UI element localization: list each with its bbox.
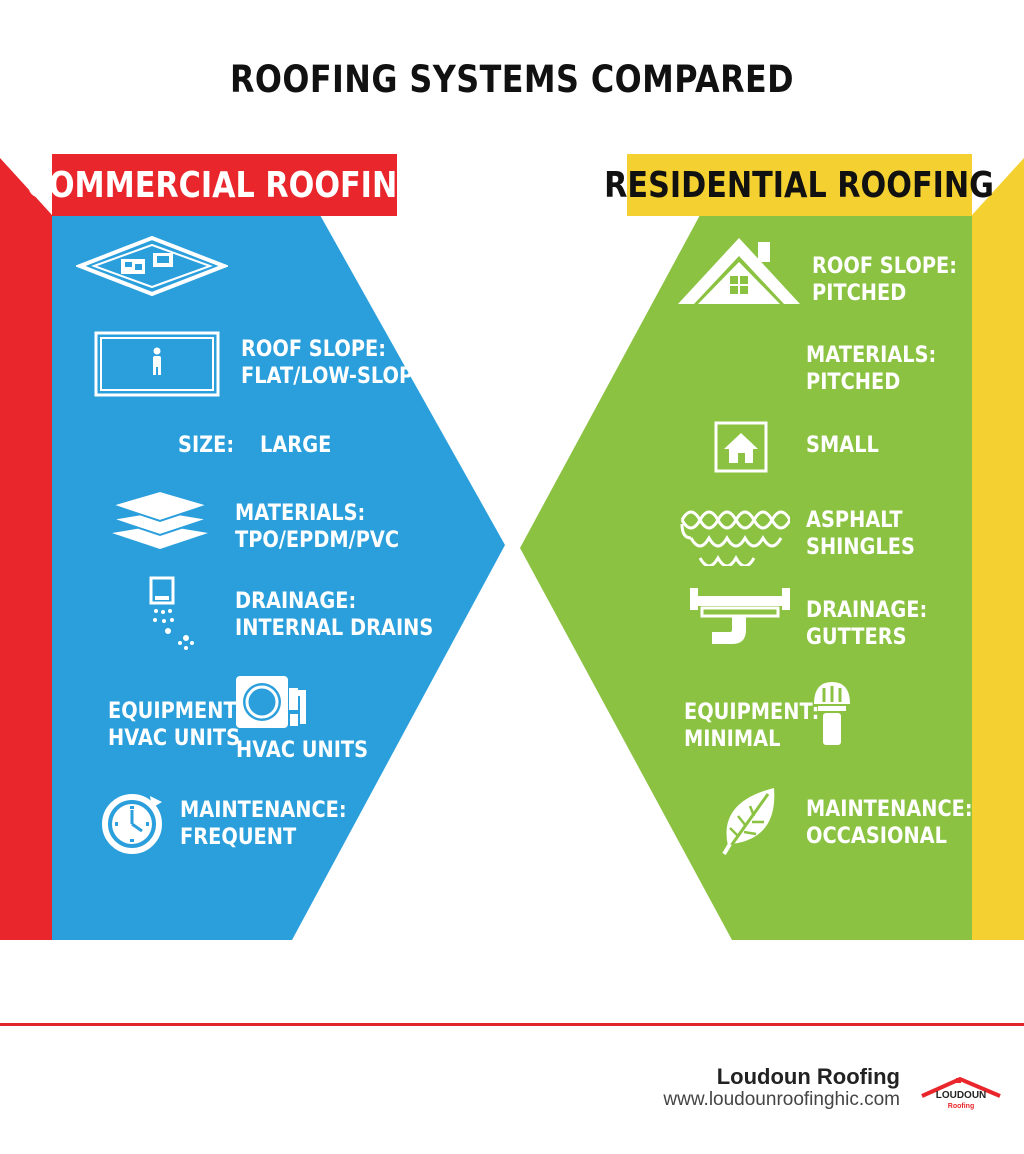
stacked-layers-icon — [108, 489, 212, 549]
footer-brand-name: Loudoun Roofing — [716, 1064, 900, 1089]
residential-materials-value: PITCHED — [806, 370, 901, 395]
commercial-materials-label: MATERIALS: — [235, 501, 366, 526]
residential-shingles-line1: ASPHALT — [806, 508, 903, 533]
clock-icon — [102, 794, 162, 854]
residential-heading: RESIDENTIAL ROOFING — [605, 154, 994, 216]
logo-subtext: Roofing — [948, 1103, 974, 1110]
page-title: ROOFING SYSTEMS COMPARED — [229, 58, 795, 101]
residential-materials: MATERIALS: PITCHED — [806, 342, 936, 396]
residential-roof-slope-label: ROOF SLOPE: — [812, 254, 957, 279]
commercial-drainage-label: DRAINAGE: — [235, 589, 357, 614]
commercial-size-label: SIZE: — [178, 433, 235, 458]
commercial-maintenance-value: FREQUENT — [180, 825, 297, 850]
commercial-roof-slope-label: ROOF SLOPE: — [241, 337, 386, 362]
shingles-icon — [680, 510, 790, 566]
residential-drainage-label: DRAINAGE: — [806, 598, 928, 623]
roof-vent-icon — [814, 682, 850, 745]
flat-roof-building-icon — [76, 235, 228, 296]
residential-roof-slope-value: PITCHED — [812, 281, 907, 306]
small-house-icon — [714, 421, 768, 473]
loudoun-logo-icon: LOUDOUN Roofing — [921, 1076, 1001, 1110]
yellow-side-strip — [972, 158, 1024, 940]
residential-panel — [520, 215, 972, 940]
red-side-strip — [0, 158, 52, 940]
roof-drain-icon — [149, 576, 194, 650]
residential-heading-text: RESIDENTIAL ROOFING — [604, 164, 995, 206]
commercial-size: SIZE: LARGE — [178, 432, 331, 459]
commercial-hvac-caption: HVAC UNITS — [236, 738, 369, 763]
footer-divider — [0, 1023, 1024, 1026]
residential-equipment: EQUIPMENT: MINIMAL — [684, 699, 819, 753]
commercial-maintenance-label: MAINTENANCE: — [180, 798, 347, 823]
commercial-materials-value: TPO/EPDM/PVC — [235, 528, 400, 553]
commercial-roof-slope-value: FLAT/LOW-SLOPE — [241, 364, 427, 389]
logo-text: LOUDOUN — [936, 1090, 987, 1101]
commercial-materials: MATERIALS: TPO/EPDM/PVC — [235, 500, 399, 554]
commercial-heading: COMMERCIAL ROOFING — [27, 154, 422, 216]
commercial-equipment: EQUIPMENT: HVAC UNITS — [108, 698, 243, 752]
residential-maintenance-value: OCCASIONAL — [806, 824, 947, 849]
residential-equipment-value: MINIMAL — [684, 727, 781, 752]
commercial-roof-slope: ROOF SLOPE: FLAT/LOW-SLOPE — [241, 336, 426, 390]
commercial-equipment-label: EQUIPMENT: — [108, 699, 244, 724]
flat-roof-outline-icon — [94, 331, 220, 397]
residential-drainage: DRAINAGE: GUTTERS — [806, 597, 927, 651]
commercial-drainage-value: INTERNAL DRAINS — [235, 616, 434, 641]
hvac-unit-icon — [236, 676, 306, 728]
residential-drainage-value: GUTTERS — [806, 625, 907, 650]
gutter-icon — [690, 588, 790, 644]
residential-maintenance: MAINTENANCE: OCCASIONAL — [806, 796, 973, 850]
commercial-maintenance: MAINTENANCE: FREQUENT — [180, 797, 347, 851]
commercial-heading-text: COMMERCIAL ROOFING — [26, 164, 423, 206]
residential-shingles: ASPHALT SHINGLES — [806, 507, 915, 561]
commercial-drainage: DRAINAGE: INTERNAL DRAINS — [235, 588, 433, 642]
leaf-icon — [722, 788, 775, 856]
commercial-equipment-value: HVAC UNITS — [108, 726, 241, 751]
footer-url: www.loudounroofinghic.com — [663, 1089, 900, 1110]
commercial-size-value: LARGE — [259, 433, 332, 458]
pitched-house-icon — [678, 238, 800, 304]
residential-shingles-line2: SHINGLES — [806, 535, 915, 560]
residential-materials-label: MATERIALS: — [806, 343, 937, 368]
residential-maintenance-label: MAINTENANCE: — [806, 797, 973, 822]
residential-roof-slope: ROOF SLOPE: PITCHED — [812, 253, 957, 307]
residential-equipment-label: EQUIPMENT: — [684, 700, 820, 725]
residential-size-value: SMALL — [806, 433, 879, 458]
